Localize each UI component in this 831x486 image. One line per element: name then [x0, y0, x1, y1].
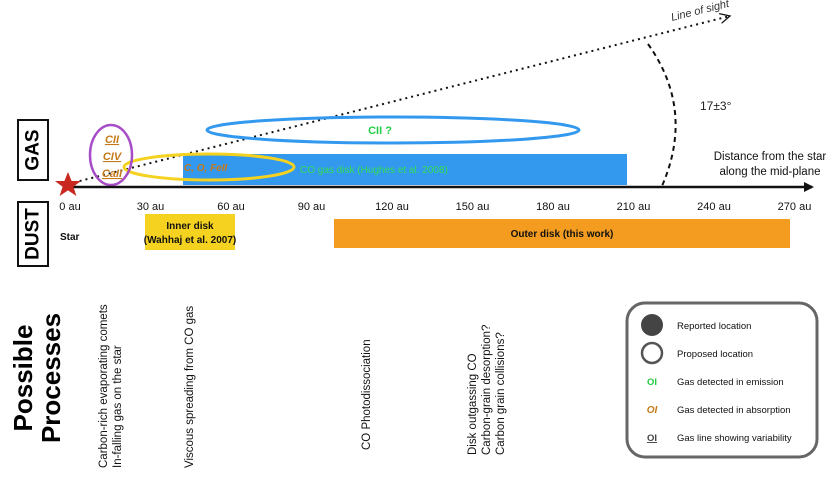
- dust-label-box: DUST: [17, 201, 49, 267]
- inner-gas-species: C, O, FeII: [184, 163, 228, 174]
- line-of-sight-label: Line of sight: [670, 0, 731, 24]
- dust-label: DUST: [23, 208, 44, 260]
- outer-disk-label: Outer disk (this work): [511, 229, 614, 240]
- legend-variability: Gas line showing variability: [677, 433, 792, 444]
- svg-text:CO Photodissociation: CO Photodissociation: [361, 339, 373, 450]
- cii-species: CII: [105, 134, 120, 146]
- distance-label-line2: along the mid-plane: [719, 166, 820, 178]
- axis-tick-label: 210 au: [617, 201, 651, 213]
- legend-frame: [625, 301, 819, 459]
- legend-proposed: Proposed location: [677, 349, 753, 360]
- absorption-symbol: OI: [647, 405, 658, 416]
- svg-text:Carbon grain collisions?: Carbon grain collisions?: [495, 332, 507, 455]
- axis-tick-label: 240 au: [697, 201, 731, 213]
- legend: Reported location Proposed location OI G…: [625, 301, 819, 459]
- axis-tick-label: 120 au: [375, 201, 409, 213]
- gas-label: GAS: [23, 129, 44, 170]
- variability-symbol: OI: [647, 433, 657, 444]
- svg-text:Processes: Processes: [36, 313, 66, 443]
- legend-reported: Reported location: [677, 321, 751, 332]
- axis-tick-label: 150 au: [456, 201, 490, 213]
- svg-text:Carbon-rich evaporating comets: Carbon-rich evaporating comets: [98, 304, 110, 468]
- comet-gas-ellipse: [88, 123, 134, 187]
- co-gas-disk-label: CO gas disk (Hughes et al. 2008): [300, 165, 448, 176]
- civ-species: CIV: [103, 151, 123, 163]
- proposed-location-icon: [640, 341, 664, 365]
- svg-text:In-falling gas on the star: In-falling gas on the star: [112, 345, 124, 468]
- possible-processes-label: Possible Processes: [8, 313, 66, 443]
- cii-ring-label: CII ?: [368, 125, 392, 137]
- legend-absorption: Gas detected in absorption: [677, 405, 791, 416]
- inner-disk-label: Inner disk: [166, 221, 214, 232]
- caii-species: CaII: [102, 168, 123, 180]
- emission-symbol: OI: [647, 377, 657, 388]
- axis-tick-label: 270 au: [778, 201, 812, 213]
- svg-text:Carbon-grain desorption?: Carbon-grain desorption?: [481, 325, 493, 455]
- inner-disk-bar: [145, 214, 235, 250]
- inclination-arc: [647, 43, 677, 187]
- gas-label-box: GAS: [17, 119, 49, 181]
- axis-tick-label: 90 au: [298, 201, 326, 213]
- process-photodissociation: CO Photodissociation: [361, 339, 373, 450]
- axis-tick-label: 0 au: [59, 201, 80, 213]
- distance-label-line1: Distance from the star: [714, 151, 827, 163]
- legend-emission: Gas detected in emission: [677, 377, 784, 388]
- axis-tick-label: 180 au: [536, 201, 570, 213]
- process-outgassing: Disk outgassing CO Carbon-grain desorpti…: [467, 325, 507, 455]
- process-comets: Carbon-rich evaporating comets In-fallin…: [98, 304, 124, 468]
- angle-label: 17±3°: [700, 99, 732, 113]
- star-icon: [55, 172, 81, 196]
- axis-tick-label: 30 au: [137, 201, 165, 213]
- axis-ticks: 0 au 30 au 60 au 90 au 120 au 150 au 180 au 210…: [59, 201, 811, 213]
- svg-text:Viscous spreading from CO gas: Viscous spreading from CO gas: [184, 306, 196, 468]
- star-label: Star: [60, 232, 80, 243]
- cii-ring-ellipse: [205, 115, 581, 145]
- inner-disk-ref: (Wahhaj et al. 2007): [144, 235, 236, 246]
- co-gas-disk-bar: [183, 154, 627, 185]
- process-viscous: Viscous spreading from CO gas: [184, 306, 196, 468]
- svg-text:Disk outgassing CO: Disk outgassing CO: [467, 353, 479, 455]
- axis-tick-label: 60 au: [217, 201, 245, 213]
- reported-location-icon: [641, 314, 663, 336]
- svg-text:Possible: Possible: [8, 325, 38, 432]
- outer-disk-bar: [334, 219, 790, 248]
- inner-gas-ellipse: [122, 152, 296, 182]
